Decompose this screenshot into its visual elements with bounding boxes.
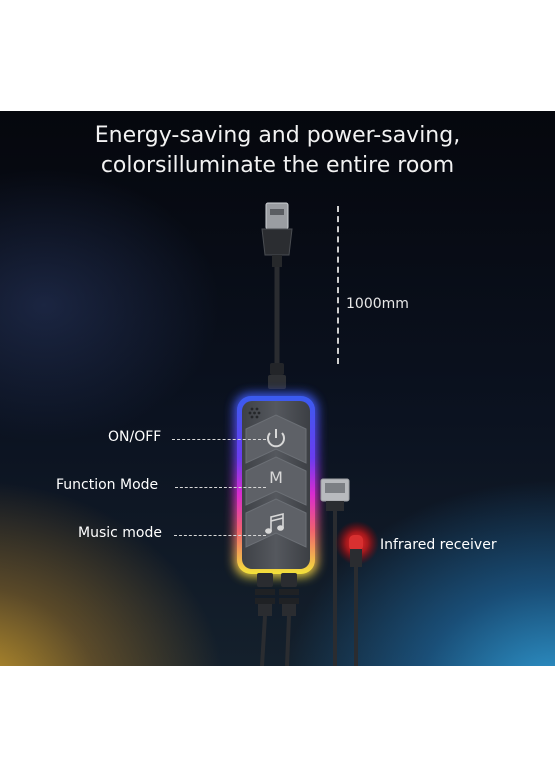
callout-function-mode: Function Mode <box>56 477 159 493</box>
m-letter-icon[interactable]: M <box>269 468 283 487</box>
headline-line-2: colorsilluminate the entire room <box>100 153 455 178</box>
callout-line-on-off <box>172 439 266 440</box>
output-cables <box>255 573 299 666</box>
usb-plug <box>261 202 293 267</box>
callout-line-function-mode <box>175 487 266 488</box>
callout-line-music-mode <box>174 535 266 536</box>
cable-strain-relief-top <box>270 363 284 375</box>
callout-music-mode: Music mode <box>78 525 162 541</box>
mic-holes <box>248 407 261 419</box>
product-illustration: M <box>234 202 379 666</box>
power-icon[interactable] <box>267 429 285 448</box>
infrared-receiver-label: Infrared receiver <box>380 537 497 553</box>
cable-length-marker <box>337 206 339 364</box>
headline: Energy-saving and power-saving, colorsil… <box>0 121 555 181</box>
infrared-receiver <box>335 521 379 666</box>
product-photo: Energy-saving and power-saving, colorsil… <box>0 111 555 666</box>
headline-line-1: Energy-saving and power-saving, <box>94 123 461 148</box>
callout-on-off: ON/OFF <box>108 429 162 445</box>
music-note-icon[interactable] <box>265 512 284 534</box>
cable-length-label: 1000mm <box>346 296 409 312</box>
rgb-connector <box>320 478 350 666</box>
